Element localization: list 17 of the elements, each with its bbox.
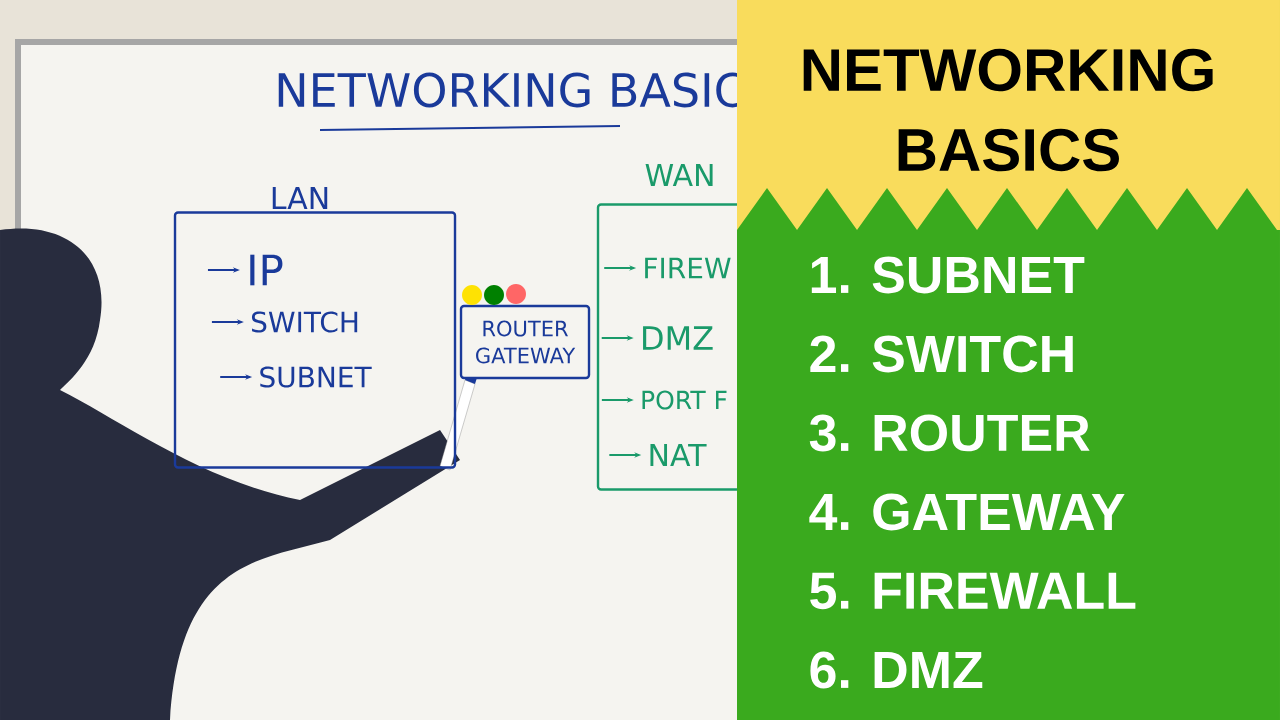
topic-item: 3. ROUTER [809,414,1090,452]
topic-item: 2. SWITCH [810,335,1073,373]
topic-item: 4. GATEWAY [809,493,1125,531]
list-item: DMZ [643,326,713,350]
topic-item: 1. SUBNET [811,256,1085,294]
node-label: LAN [272,187,328,209]
list-item: SWITCH [251,311,358,333]
device-box: ROUTER GATEWAY [459,304,591,380]
list-item: NAT [650,444,707,466]
topic-item: 6. DMZ [810,651,983,689]
title-banner: NETWORKING BASICS [737,0,1280,230]
list-item: FIREW [645,257,731,279]
topic-item: 5. FIREWALL [810,572,1136,610]
list-item: SUBNET [260,366,372,388]
node-label: WAN [645,164,713,186]
list-item: PORT F [642,390,727,410]
list-item: IP [250,254,283,286]
